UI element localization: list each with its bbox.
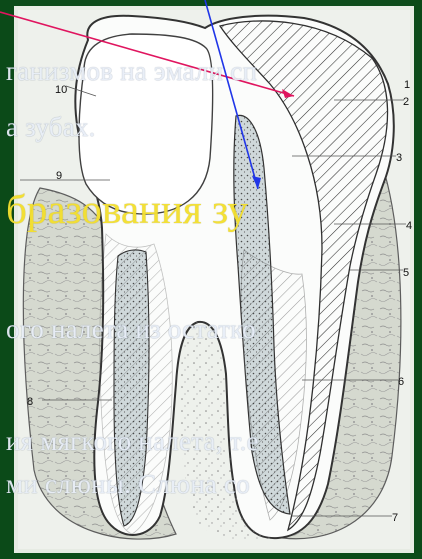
diagram-label: 8: [27, 396, 33, 408]
slide-text-line: а зубах.: [6, 112, 96, 142]
diagram-label: 6: [398, 376, 404, 388]
slide-heading: бразования зу: [6, 187, 248, 231]
slide-text-line: ого налета из остатко: [6, 314, 256, 344]
diagram-label: 1: [404, 79, 410, 91]
diagram-label: 5: [403, 267, 409, 279]
diagram-label: 2: [403, 96, 409, 108]
diagram-label: 9: [56, 170, 62, 182]
slide-text-line: ия мягкого налета, т.е: [6, 426, 259, 456]
slide-text-line: ми слюны. Слюна со: [6, 469, 250, 499]
diagram-label: 4: [406, 220, 412, 232]
diagram-label: 10: [55, 84, 67, 96]
diagram-label: 3: [396, 152, 402, 164]
diagram-label: 7: [392, 512, 398, 524]
slide-text-line: ганизмов на эмали сп: [6, 56, 257, 86]
